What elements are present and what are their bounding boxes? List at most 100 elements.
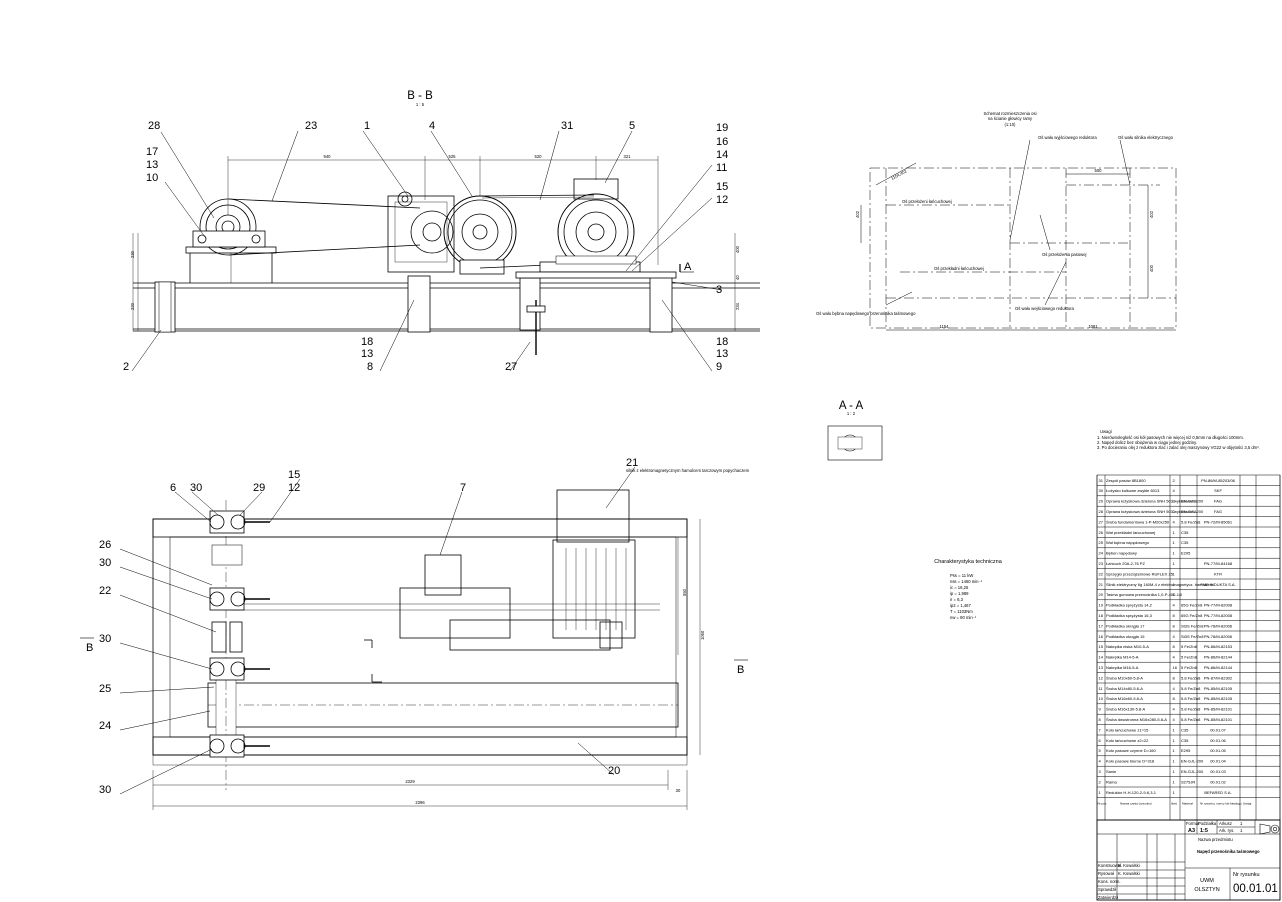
- bom-material: E295: [1181, 551, 1191, 556]
- dim-label: 402: [855, 210, 860, 218]
- bom-ref: PN-86/M-85203/06: [1201, 478, 1236, 483]
- tech-line: Pss = 11 kW: [950, 573, 973, 578]
- bom-pos: 13: [1099, 665, 1104, 670]
- bom-qty: 4: [1173, 634, 1176, 639]
- bom-pos: 16: [1099, 634, 1104, 639]
- dim-label: 500: [1095, 168, 1103, 173]
- title-block: Format A3 Podziałka 1:5 Arkusz 1 Ark. ry…: [1098, 821, 1278, 900]
- bom-pos: 17: [1099, 623, 1104, 628]
- drawing-no: 00.01.01: [1233, 883, 1278, 895]
- bom-pos: 29: [1099, 499, 1104, 504]
- schema-label: Oś przełożenia pasowej: [1042, 252, 1087, 257]
- callout-label: 23: [305, 120, 317, 132]
- callout-label: 6: [170, 482, 176, 494]
- callout-label: 1: [364, 120, 370, 132]
- callout-label: 20: [608, 765, 620, 777]
- bom-ref: PN-72/M-85061: [1204, 519, 1233, 524]
- bom-ref: PN-77/M-84168: [1204, 561, 1233, 566]
- bom-qty: 1: [1173, 759, 1176, 764]
- bom-pos: 28: [1099, 509, 1104, 514]
- bom-qty: 1: [1173, 727, 1176, 732]
- callout-label: 15: [288, 469, 300, 481]
- bom-qty: 4: [1173, 519, 1176, 524]
- bom-name: Podkładka okrągła 17: [1106, 623, 1145, 628]
- bom-name: Śruba M14x80-5.8-A: [1106, 686, 1143, 691]
- bom-ref: PN-85/M-82101: [1204, 717, 1233, 722]
- bom-ref: PN-85/M-82105: [1204, 696, 1233, 701]
- sheets-value: 1: [1240, 828, 1243, 833]
- bom-qty: 8: [1173, 644, 1176, 649]
- bom-ref: 00.01.07: [1210, 727, 1226, 732]
- notes-line: 2. Napęd dolicz bez obiążenia w ciągu je…: [1097, 440, 1197, 445]
- bom-ref: PN-78/M-82006: [1204, 623, 1233, 628]
- bom-material: St3S Fe/Zn8: [1181, 623, 1204, 628]
- bom-qty: 4: [1173, 655, 1176, 660]
- bom-qty: 1: [1173, 551, 1176, 556]
- bom-material: St3S Fe/Zn8: [1181, 634, 1204, 639]
- bom-qty: 1: [1173, 582, 1176, 587]
- bom-pos: 25: [1099, 540, 1104, 545]
- motor-note: silnik z elektromagnetycznym hamulcem ta…: [626, 468, 750, 473]
- bom-ref: PN-77/M-82008: [1204, 613, 1233, 618]
- tech-line: ic = 16,25: [950, 585, 969, 590]
- bom-name: Łożysko kulkowe zwykłe 6013: [1106, 488, 1160, 493]
- bom-pos: 7: [1099, 727, 1102, 732]
- callout-label: 25: [99, 683, 111, 695]
- callout-label: 11: [716, 162, 727, 174]
- callout-label: 16: [716, 136, 728, 148]
- bom-qty: 1: [1173, 748, 1176, 753]
- notes-line: 1. Nierównoległość osi kół pasowych nie …: [1097, 435, 1244, 440]
- bom-qty: 8: [1173, 613, 1176, 618]
- schema-label: Oś przekładni łańcuchowej: [934, 266, 984, 271]
- bom-material: 5.8 Fe/Zn8: [1181, 519, 1201, 524]
- bom-name: Podkładka sprężysta 16,3: [1106, 613, 1153, 618]
- callout-label: 26: [99, 539, 111, 551]
- bom-material: EN-GJL-200: [1181, 769, 1204, 774]
- scale-value: 1:5: [1200, 828, 1208, 834]
- schema-label: Oś wału silnika elektrycznego: [1118, 135, 1174, 140]
- bom-pos: 21: [1099, 582, 1104, 587]
- section-aa-title: A - A: [839, 400, 864, 412]
- bom-ref: FAG: [1214, 499, 1222, 504]
- bom-name: Śruba dwustronna M16x280-5.8-A: [1106, 717, 1167, 722]
- callout-label: 22: [99, 585, 111, 597]
- bom-material: C35: [1181, 738, 1189, 743]
- callout-label: 13: [361, 348, 373, 360]
- callout-label: 4: [429, 120, 435, 132]
- bom-name: Nakrętka niska M10-5-A: [1106, 644, 1149, 649]
- callout-label: 2: [123, 361, 129, 373]
- bom-pos: 10: [1099, 696, 1104, 701]
- bom-name: Rama: [1106, 779, 1117, 784]
- bom-name: Sanie: [1106, 769, 1117, 774]
- bom-material: 5 Fe/Zn8: [1181, 644, 1198, 649]
- section-a-mark: A: [684, 261, 692, 273]
- bom-name: Podkładka okrągła 15: [1106, 634, 1145, 639]
- callout-label: 12: [288, 482, 300, 494]
- person-name: K. Kowalski: [1118, 863, 1140, 868]
- role-label: Sprawdził: [1098, 887, 1116, 892]
- schema-title-line: na ścianie głowicy ramy: [988, 116, 1033, 121]
- bom-qty: 4: [1173, 707, 1176, 712]
- bom-material: 5.8 Fe/Zn8: [1181, 717, 1201, 722]
- bom-material: 5.8 Fe/Zn8: [1181, 675, 1201, 680]
- tech-line: T = 1103Nm: [950, 609, 973, 614]
- schema-label: Oś wału bębna napędowego przenośnika taś…: [816, 311, 916, 316]
- bom-name: Oprawa łożyskowa dzielona SNH 503 wykona…: [1106, 509, 1197, 514]
- bom-pos: 2: [1099, 779, 1102, 784]
- bom-name: Śruba fundamentowa 1-P-M20x250: [1106, 519, 1170, 524]
- person-name: K. Kowalski: [1118, 871, 1140, 876]
- dim-label: 520: [535, 154, 543, 159]
- bom-ref: PN-78/M-82006: [1204, 634, 1233, 639]
- tech-line: ip = 1,989: [950, 591, 969, 596]
- callout-label: 14: [716, 149, 728, 161]
- drawing-title: Napęd przenośnika taśmowego: [1197, 849, 1260, 854]
- bom-header: Ilość: [1171, 801, 1178, 805]
- bom-pos: 22: [1099, 571, 1104, 576]
- role-label: Rysował: [1098, 871, 1114, 876]
- callout-label: 12: [716, 194, 728, 206]
- bom-material: S275JR: [1181, 779, 1195, 784]
- bom-qty: 1: [1173, 592, 1176, 597]
- org-line-1: UWM: [1200, 878, 1214, 884]
